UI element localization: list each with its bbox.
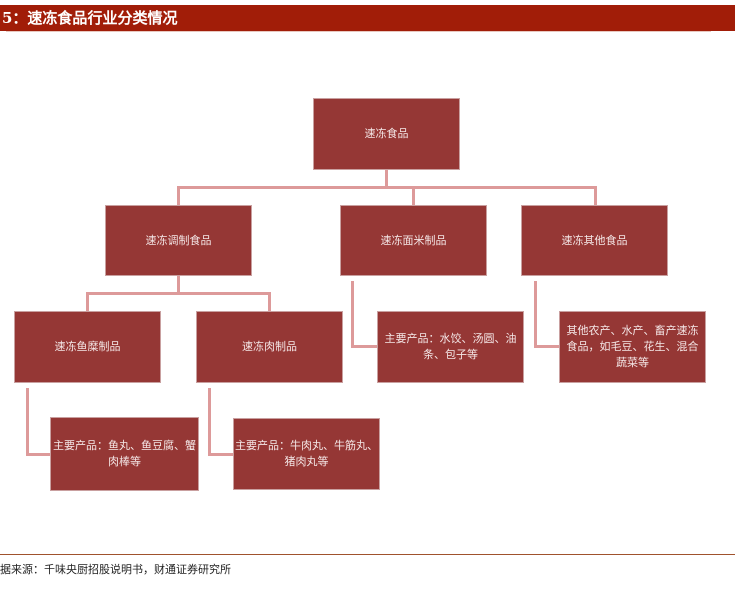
source-note: 据来源：千味央厨招股说明书，财通证券研究所	[0, 563, 231, 576]
connector	[208, 453, 233, 456]
connector	[86, 292, 89, 311]
figure-title: 5：速冻食品行业分类情况	[0, 5, 735, 31]
connector	[26, 388, 29, 456]
connector	[86, 292, 271, 295]
divider	[0, 554, 735, 555]
connector	[208, 388, 211, 456]
node-meat: 速冻肉制品	[196, 311, 343, 383]
connector	[177, 186, 180, 205]
connector	[268, 292, 271, 311]
divider	[6, 31, 711, 32]
connector	[177, 276, 180, 294]
connector	[351, 281, 354, 348]
connector	[26, 453, 50, 456]
node-prepared: 速冻调制食品	[105, 205, 252, 276]
connector	[534, 281, 537, 348]
node-flour-rice-products: 主要产品：水饺、汤圆、油条、包子等	[377, 311, 524, 383]
node-root: 速冻食品	[313, 98, 460, 170]
connector	[594, 186, 597, 205]
node-surimi: 速冻鱼糜制品	[14, 311, 161, 383]
node-flour-rice: 速冻面米制品	[340, 205, 487, 276]
node-meat-products: 主要产品：牛肉丸、牛筋丸、猪肉丸等	[233, 418, 380, 490]
connector	[177, 186, 597, 189]
connector	[351, 345, 377, 348]
node-other: 速冻其他食品	[521, 205, 668, 276]
connector	[534, 345, 559, 348]
node-other-products: 其他农产、水产、畜产速冻食品，如毛豆、花生、混合蔬菜等	[559, 311, 706, 383]
connector	[412, 186, 415, 205]
connector	[385, 170, 388, 188]
node-surimi-products: 主要产品：鱼丸、鱼豆腐、蟹肉棒等	[50, 417, 199, 491]
